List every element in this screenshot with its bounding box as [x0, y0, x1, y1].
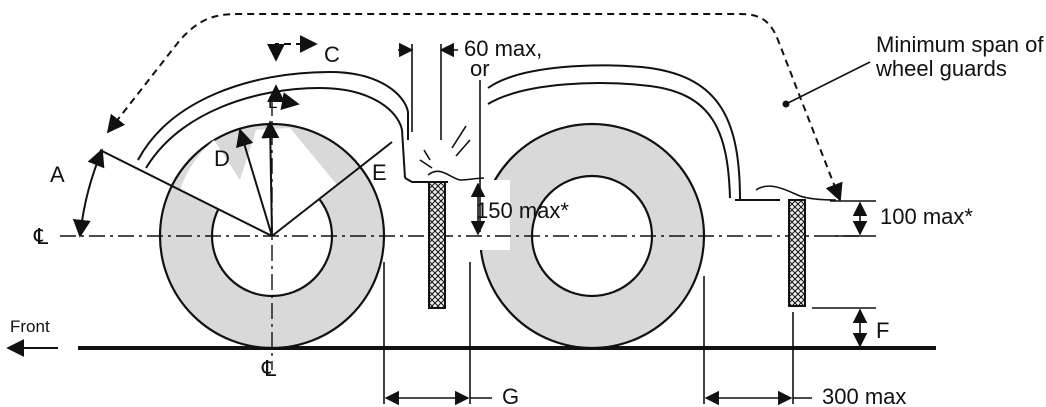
- label-a: A: [50, 162, 65, 187]
- radius-line-d: [236, 128, 273, 237]
- label-60-max: 60 max,: [464, 36, 542, 61]
- front-mudflap: [428, 181, 446, 309]
- label-or: or: [470, 56, 490, 81]
- label-150-max: 150 max*: [476, 198, 569, 223]
- label-e: E: [372, 160, 387, 185]
- angle-a-arc: [72, 148, 105, 238]
- label-span-line1: Minimum span of: [876, 32, 1044, 57]
- radius-line-e: [271, 141, 393, 237]
- label-300-max: 300 max: [822, 384, 906, 407]
- l-dimension: [267, 84, 300, 110]
- rear-mudflap: [788, 199, 806, 307]
- label-centerline-bottom: ℄: [261, 356, 277, 381]
- span-leader: [785, 61, 871, 105]
- label-g: G: [502, 384, 519, 407]
- radius-line-d2: [261, 120, 280, 237]
- radius-line-a: [99, 149, 273, 237]
- label-d: D: [214, 146, 230, 171]
- label-f: F: [876, 318, 889, 343]
- label-front: Front: [10, 317, 50, 336]
- label-100-max: 100 max*: [880, 204, 973, 229]
- label-l: L: [268, 93, 277, 112]
- minimum-span-outline: [106, 13, 843, 202]
- c-dimension: [267, 35, 318, 62]
- label-centerline-left: ℄: [33, 224, 49, 249]
- label-span-line2: wheel guards: [875, 56, 1007, 81]
- label-c: C: [324, 42, 340, 67]
